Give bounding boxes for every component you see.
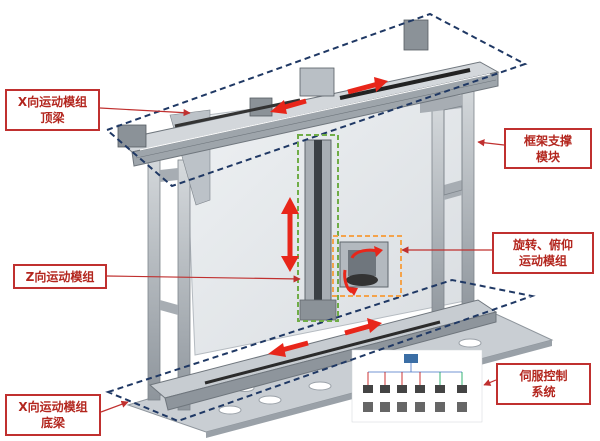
z-column (299, 139, 337, 321)
motion-arrow-top-x-right (347, 77, 388, 95)
callout-x-top-line2: 顶梁 (40, 111, 65, 125)
callout-z-line1: Z向运动模组 (25, 269, 95, 284)
callout-x-bottom-beam: X向运动模组 底梁 (5, 394, 101, 436)
callout-x-bottom-line1: X向运动模组 (18, 400, 88, 414)
callout-x-top-line1: X向运动模组 (17, 95, 88, 109)
callout-rotation-module: 旋转、俯仰 运动模组 (492, 232, 594, 274)
leader-servo (483, 379, 497, 386)
rotation-module (339, 241, 389, 288)
top-beam-outline (105, 12, 528, 188)
bottom-beam-outline (105, 278, 536, 423)
rotation-arrows (343, 246, 383, 296)
callout-x-top-beam: X向运动模组 顶梁 (5, 89, 100, 131)
callout-rot-line2: 运动模组 (518, 254, 567, 268)
callout-servo-line2: 系统 (531, 385, 556, 399)
callout-z-module: Z向运动模组 (13, 264, 107, 289)
callout-rot-line1: 旋转、俯仰 (512, 238, 573, 252)
callout-frame-support: 框架支撑 模块 (504, 128, 592, 169)
callout-servo-line1: 伺服控制 (519, 369, 568, 383)
servo-diagram (351, 349, 483, 423)
z-module-outline (297, 134, 339, 322)
motion-arrow-z (281, 197, 299, 272)
rotation-module-outline (332, 235, 402, 297)
motion-arrow-bottom-x (268, 318, 382, 357)
leader-x-top (99, 107, 191, 117)
motion-arrow-top-x (270, 98, 307, 114)
callout-frame-line1: 框架支撑 (523, 133, 572, 148)
callout-servo-system: 伺服控制 系统 (496, 363, 591, 405)
leader-frame (477, 139, 505, 147)
top-beam (116, 19, 500, 167)
callout-x-bottom-line2: 底梁 (40, 416, 65, 430)
leader-z (106, 275, 301, 283)
callout-frame-line2: 模块 (535, 149, 560, 164)
bottom-beam (148, 299, 498, 411)
leader-x-bottom (100, 400, 129, 413)
